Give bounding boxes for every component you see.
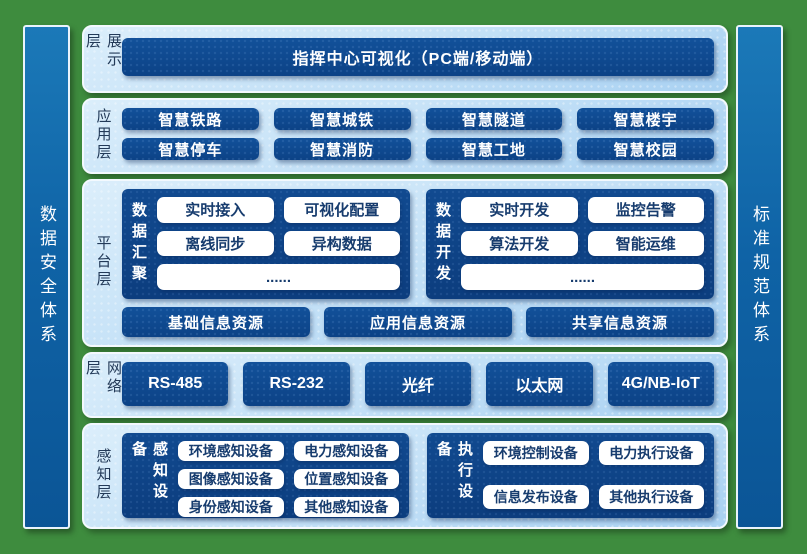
command-center-visualization-box: 指挥中心可视化（PC端/移动端）	[122, 38, 714, 76]
display-layer-label-column: 展示层	[84, 33, 122, 83]
smart-metro-box: 智慧城铁	[273, 108, 411, 130]
other-sensing-box: 其他感知设备	[293, 497, 399, 517]
identity-sensing-box: 身份感知设备	[178, 497, 284, 517]
rs232-box: RS-232	[243, 362, 350, 406]
platform-layer-panel: 平台层 数据汇聚 实时接入 可视化配置 离线同步 异构数据 ......	[82, 179, 728, 347]
development-ellipsis-box: ......	[461, 264, 704, 290]
layers-stack: 展示层 指挥中心可视化（PC端/移动端） 应用层 智慧铁路 智慧城铁 智慧隧道 …	[82, 25, 728, 529]
smart-railway-box: 智慧铁路	[122, 108, 259, 130]
data-development-group-label: 数据开发	[434, 201, 451, 286]
app-info-resource-box: 应用信息资源	[324, 307, 512, 337]
power-actuator-box: 电力执行设备	[598, 441, 704, 465]
platform-groups: 数据汇聚 实时接入 可视化配置 离线同步 异构数据 ...... 数据开发	[122, 189, 714, 299]
platform-layer-content: 数据汇聚 实时接入 可视化配置 离线同步 异构数据 ...... 数据开发	[122, 187, 714, 337]
smart-tunnel-box: 智慧隧道	[425, 108, 563, 130]
application-layer-content: 智慧铁路 智慧城铁 智慧隧道 智慧楼宇 智慧停车 智慧消防 智慧工地 智慧校园	[122, 106, 714, 164]
application-layer-panel: 应用层 智慧铁路 智慧城铁 智慧隧道 智慧楼宇 智慧停车 智慧消防 智慧工地 智…	[82, 98, 728, 174]
smart-construction-site-box: 智慧工地	[425, 138, 563, 160]
actuator-devices-grid: 环境控制设备 电力执行设备 信息发布设备 其他执行设备	[483, 441, 704, 509]
nbiot-box: 4G/NB-IoT	[607, 362, 715, 406]
env-control-box: 环境控制设备	[483, 441, 589, 465]
data-aggregation-grid: 实时接入 可视化配置 离线同步 异构数据 ......	[157, 197, 400, 290]
sensing-devices-group: 感知设备 环境感知设备 电力感知设备 图像感知设备 位置感知设备 身份感知设备 …	[122, 433, 409, 518]
intelligent-ops-box: 智能运维	[587, 230, 704, 257]
monitoring-alert-box: 监控告警	[587, 197, 704, 223]
network-layer-label: 网络层	[84, 360, 122, 396]
display-layer-panel: 展示层 指挥中心可视化（PC端/移动端）	[82, 25, 728, 93]
offline-sync-box: 离线同步	[157, 230, 274, 257]
ethernet-box: 以太网	[486, 362, 593, 406]
heterogeneous-data-box: 异构数据	[283, 230, 400, 257]
display-layer-content: 指挥中心可视化（PC端/移动端）	[122, 33, 714, 83]
smart-campus-box: 智慧校园	[577, 138, 714, 160]
location-sensing-box: 位置感知设备	[293, 469, 399, 489]
actuator-devices-group-label: 执行设备	[435, 441, 473, 504]
realtime-dev-box: 实时开发	[461, 197, 578, 223]
standards-pillar-label: 标准规范体系	[750, 205, 769, 349]
sensing-devices-group-label: 感知设备	[130, 441, 168, 504]
env-sensing-box: 环境感知设备	[178, 441, 284, 461]
optical-fiber-box: 光纤	[364, 362, 472, 406]
perception-layer-label: 感知层	[94, 448, 112, 502]
smart-parking-box: 智慧停车	[122, 138, 259, 160]
basic-info-resource-box: 基础信息资源	[122, 307, 310, 337]
perception-layer-content: 感知设备 环境感知设备 电力感知设备 图像感知设备 位置感知设备 身份感知设备 …	[122, 431, 714, 519]
data-aggregation-group-label: 数据汇聚	[130, 201, 147, 286]
platform-layer-label: 平台层	[94, 235, 112, 289]
image-sensing-box: 图像感知设备	[178, 469, 284, 489]
info-publishing-box: 信息发布设备	[483, 485, 589, 509]
smart-firefighting-box: 智慧消防	[273, 138, 411, 160]
rs485-box: RS-485	[122, 362, 229, 406]
platform-column: 数据汇聚 实时接入 可视化配置 离线同步 异构数据 ...... 数据开发	[122, 187, 714, 337]
platform-resources-row: 基础信息资源 应用信息资源 共享信息资源	[122, 307, 714, 337]
data-security-pillar: 数据安全体系	[23, 25, 70, 529]
sensing-devices-grid: 环境感知设备 电力感知设备 图像感知设备 位置感知设备 身份感知设备 其他感知设…	[178, 441, 399, 517]
smart-building-box: 智慧楼宇	[577, 108, 714, 130]
data-security-pillar-label: 数据安全体系	[37, 205, 56, 349]
perception-layer-panel: 感知层 感知设备 环境感知设备 电力感知设备 图像感知设备 位置感知设备 身份感…	[82, 423, 728, 529]
data-development-group: 数据开发 实时开发 监控告警 算法开发 智能运维 ......	[426, 189, 714, 299]
algorithm-dev-box: 算法开发	[461, 230, 578, 257]
aggregation-ellipsis-box: ......	[157, 264, 400, 290]
realtime-access-box: 实时接入	[157, 197, 274, 223]
standards-pillar: 标准规范体系	[736, 25, 783, 529]
application-layer-label-column: 应用层	[84, 106, 122, 164]
display-layer-label: 展示层	[84, 33, 122, 69]
data-development-grid: 实时开发 监控告警 算法开发 智能运维 ......	[461, 197, 704, 290]
network-layer-content: RS-485 RS-232 光纤 以太网 4G/NB-IoT	[122, 360, 715, 408]
network-layer-panel: 网络层 RS-485 RS-232 光纤 以太网 4G/NB-IoT	[82, 352, 728, 418]
application-layer-label: 应用层	[94, 108, 112, 162]
actuator-devices-group: 执行设备 环境控制设备 电力执行设备 信息发布设备 其他执行设备	[427, 433, 714, 518]
network-layer-label-column: 网络层	[84, 360, 122, 408]
perception-layer-label-column: 感知层	[84, 431, 122, 519]
power-sensing-box: 电力感知设备	[293, 441, 399, 461]
other-actuator-box: 其他执行设备	[598, 485, 704, 509]
shared-info-resource-box: 共享信息资源	[526, 307, 714, 337]
platform-layer-label-column: 平台层	[84, 187, 122, 337]
visual-config-box: 可视化配置	[283, 197, 400, 223]
data-aggregation-group: 数据汇聚 实时接入 可视化配置 离线同步 异构数据 ......	[122, 189, 410, 299]
